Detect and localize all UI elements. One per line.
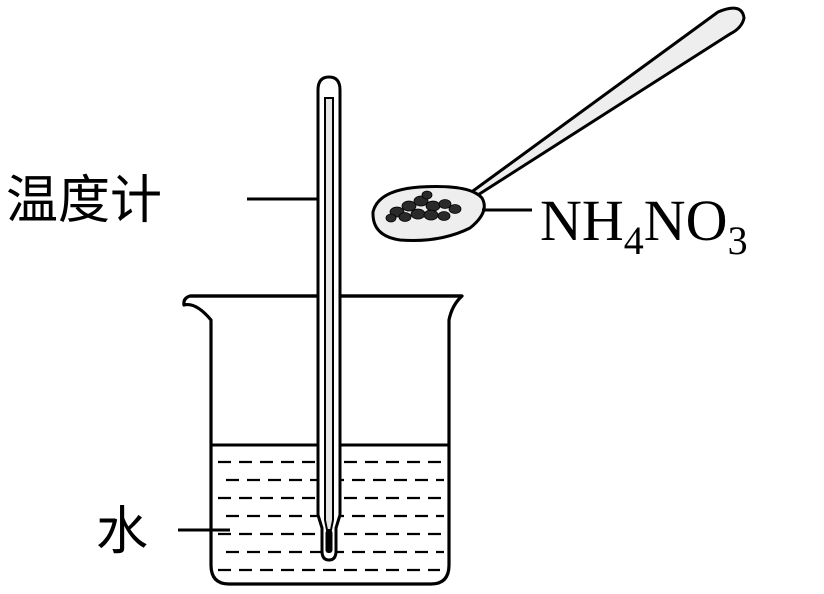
reagent-label: NH4NO3 (540, 188, 748, 263)
nh4no3-granules (385, 190, 462, 223)
reagent-label-sub3: 3 (728, 218, 748, 263)
thermometer-bulb (325, 530, 333, 553)
spoon (371, 6, 746, 242)
reagent-label-nh: NH (540, 188, 624, 253)
water-label: 水 (96, 502, 148, 562)
thermometer-label: 温度计 (6, 171, 162, 231)
reagent-label-sub4: 4 (624, 218, 644, 263)
thermometer (316, 75, 342, 562)
reagent-label-no: NO (644, 188, 728, 253)
